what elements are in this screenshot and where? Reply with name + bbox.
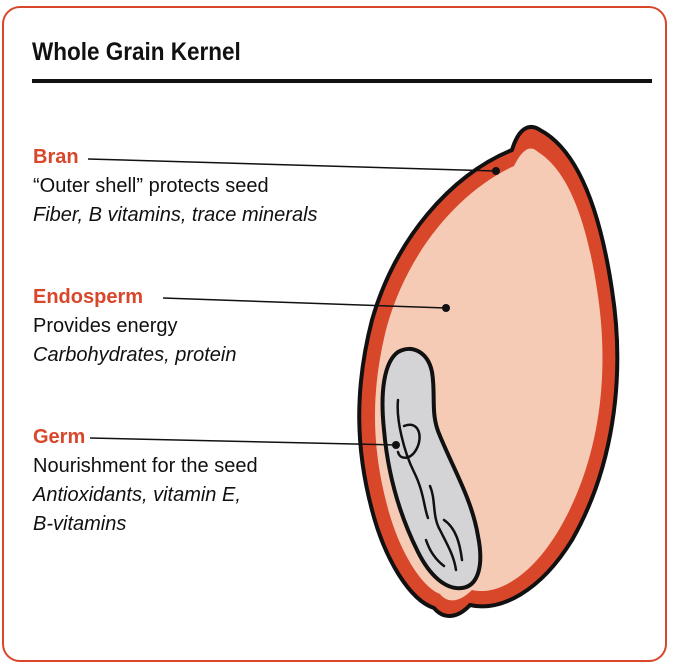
bran-description: “Outer shell” protects seed (33, 172, 318, 201)
germ-label: Germ Nourishment for the seed Antioxidan… (33, 423, 258, 539)
bran-label: Bran “Outer shell” protects seed Fiber, … (33, 143, 318, 230)
germ-heading: Germ (33, 426, 85, 448)
endosperm-leader-dot (442, 304, 450, 312)
bran-detail: Fiber, B vitamins, trace minerals (33, 201, 318, 230)
germ-leader-dot (392, 441, 400, 449)
endosperm-label: Endosperm Provides energy Carbohydrates,… (33, 283, 236, 370)
endosperm-detail: Carbohydrates, protein (33, 341, 236, 370)
bran-heading: Bran (33, 146, 79, 168)
endosperm-heading: Endosperm (33, 286, 143, 308)
germ-detail-line-1: Antioxidants, vitamin E, (33, 481, 258, 510)
bran-leader-dot (492, 167, 500, 175)
germ-detail-line-2: B-vitamins (33, 510, 258, 539)
endosperm-description: Provides energy (33, 312, 236, 341)
germ-description: Nourishment for the seed (33, 452, 258, 481)
